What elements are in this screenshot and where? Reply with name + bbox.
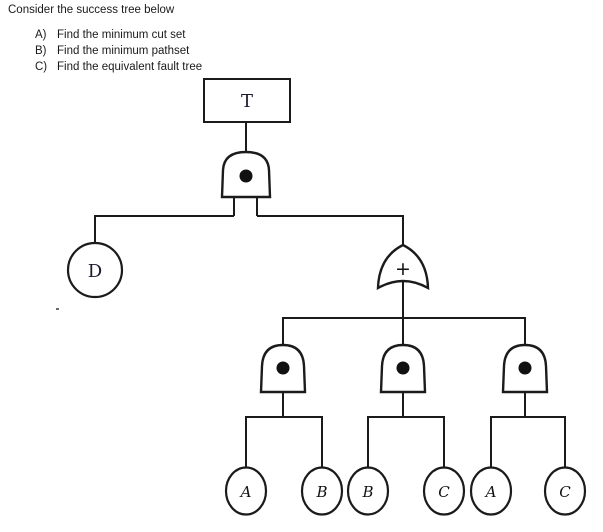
basic-event-label: C [438,483,450,501]
and-gate-3-icon [501,343,549,394]
task-text: Find the equivalent fault tree [57,61,203,73]
and-gate-dot [239,169,253,183]
top-event-node: T [203,78,291,123]
basic-event-a2-node: A [469,466,513,516]
stray-mark [56,308,59,310]
and-gate-dot [276,361,290,375]
or-gate-symbol: + [395,258,411,280]
task-label: B) [35,45,47,57]
task-item-b: B) Find the minimum pathset [35,45,189,57]
basic-event-circle [224,466,268,516]
task-text: Find the minimum cut set [57,29,186,41]
task-item-c: C) Find the equivalent fault tree [35,61,202,73]
basic-event-circle [469,466,513,516]
and-gate-1-icon [259,343,307,394]
task-label: C) [35,61,48,73]
connector-bus [367,416,445,467]
basic-event-c1-node: C [422,466,466,516]
and-gate-dot [396,361,410,375]
basic-event-d-node: D [66,241,124,299]
basic-event-label: A [239,483,252,501]
basic-event-label: A [484,483,497,501]
basic-event-label: B [361,483,373,501]
basic-event-b2-node: B [346,466,390,516]
basic-event-label: C [559,483,571,501]
connector-line-left-branch [94,215,234,243]
basic-event-circle [300,466,344,516]
basic-event-a1-node: A [224,466,268,516]
connector-line-right-branch [257,215,404,246]
top-and-gate-icon [220,150,272,199]
and-gate-2-icon [379,343,427,394]
task-item-a: A) Find the minimum cut set [35,29,185,41]
basic-event-b1-node: B [300,466,344,516]
basic-event-circle [422,466,466,516]
basic-event-circle [66,241,124,299]
page-title: Consider the success tree below [8,4,175,16]
basic-event-circle [346,466,390,516]
basic-event-label: D [88,261,102,282]
basic-event-c2-node: C [543,466,587,516]
basic-event-circle [543,466,587,516]
top-event-label: T [241,91,253,112]
task-label: A) [35,29,47,41]
and-gate-dot [518,361,532,375]
connector-bus [245,416,323,467]
task-text: Find the minimum pathset [57,45,190,57]
connector-bus [490,416,566,467]
basic-event-label: B [315,483,327,501]
